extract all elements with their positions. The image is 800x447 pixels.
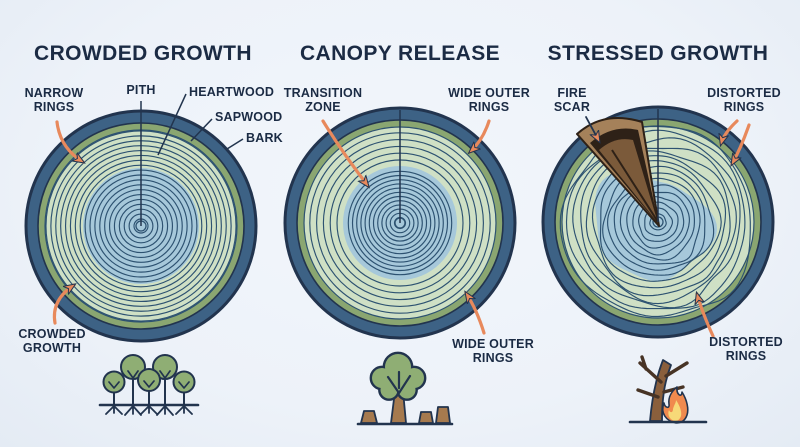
tree-with-stumps-icon — [356, 351, 454, 426]
fire-scar-wedge — [576, 117, 660, 227]
crowded-growth-arrow — [52, 285, 74, 325]
label-fire-scar: FIRE SCAR — [553, 86, 591, 115]
transition-zone-arrow — [321, 119, 368, 186]
label-crowded-growth: CROWDED GROWTH — [18, 327, 86, 356]
distorted-top-arrow-2 — [732, 123, 751, 164]
panel-title-canopy-release: CANOPY RELEASE — [299, 42, 501, 65]
label-distorted-rings-top: DISTORTED RINGS — [707, 86, 781, 115]
narrow-rings-arrow — [55, 120, 83, 162]
fire-scar-arrow — [585, 116, 599, 141]
wide-outer-bottom-arrow — [466, 293, 486, 335]
wide-outer-top-arrow — [470, 119, 491, 152]
leader-lines — [140, 93, 659, 226]
panel-title-stressed-growth: STRESSED GROWTH — [547, 42, 769, 65]
burnt-tree-icon — [628, 355, 708, 424]
distorted-bottom-arrow — [697, 294, 715, 338]
label-heartwood: HEARTWOOD — [189, 85, 275, 99]
heartwood-leader-line — [157, 93, 187, 156]
label-pith: PITH — [126, 83, 156, 97]
panel-title-crowded-growth: CROWDED GROWTH — [34, 42, 252, 65]
label-distorted-rings-bottom: DISTORTED RINGS — [709, 335, 783, 364]
label-wide-outer-rings-bottom: WIDE OUTER RINGS — [452, 337, 534, 366]
bark-leader-line — [226, 138, 244, 150]
label-wide-outer-rings-top: WIDE OUTER RINGS — [448, 86, 530, 115]
label-sapwood: SAPWOOD — [215, 110, 283, 124]
label-transition-zone: TRANSITION ZONE — [283, 86, 363, 115]
crowded-trees-icon — [98, 354, 200, 416]
label-bark: BARK — [246, 131, 283, 145]
label-narrow-rings: NARROW RINGS — [24, 86, 84, 115]
sapwood-leader-line — [190, 118, 213, 142]
distorted-top-arrow-1 — [721, 119, 739, 144]
annotation-arrows — [52, 116, 751, 338]
